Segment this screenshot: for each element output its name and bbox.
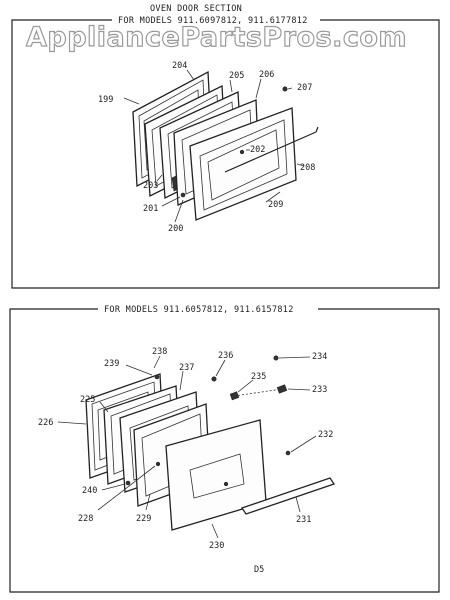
fastener-230 — [223, 481, 229, 487]
callout-203: 203 — [143, 181, 158, 191]
top-panel-frame — [11, 19, 440, 289]
section-title: OVEN DOOR SECTION — [150, 4, 242, 14]
callout-206: 206 — [259, 70, 274, 80]
callout-233: 233 — [312, 385, 327, 395]
callout-230: 230 — [209, 541, 224, 551]
bottom-leader-lines — [57, 355, 317, 539]
handle-bar-231 — [240, 477, 336, 515]
clip-240 — [125, 480, 131, 486]
top-models-text: FOR MODELS 911.6097812, 911.6177812 — [118, 16, 308, 26]
callout-231: 231 — [296, 515, 311, 525]
callout-237: 237 — [179, 363, 194, 373]
callout-238: 238 — [152, 347, 167, 357]
callout-204: 204 — [172, 61, 187, 71]
screw-201 — [180, 192, 186, 198]
callout-200: 200 — [168, 224, 183, 234]
callout-209: 209 — [268, 200, 283, 210]
callout-208: 208 — [300, 163, 315, 173]
callout-235: 235 — [251, 372, 266, 382]
top-door-exploded-view — [132, 70, 319, 221]
screw-239 — [154, 374, 160, 380]
callout-236: 236 — [218, 351, 233, 361]
watermark-logo: AppliancePartsPros.com — [26, 22, 407, 53]
callout-205: 205 — [229, 71, 244, 81]
handle-bar-208 — [224, 126, 319, 173]
screw-232 — [285, 450, 291, 456]
callout-240: 240 — [82, 486, 97, 496]
page-code: D5 — [254, 565, 264, 575]
callout-234: 234 — [312, 352, 327, 362]
bottom-door-exploded-view — [85, 355, 336, 531]
callout-239: 239 — [104, 359, 119, 369]
callout-229: 229 — [136, 514, 151, 524]
screw-236 — [211, 376, 217, 382]
callout-199: 199 — [98, 95, 113, 105]
callout-225: 225 — [80, 395, 95, 405]
callout-228: 228 — [78, 514, 93, 524]
callout-232: 232 — [318, 430, 333, 440]
callout-201: 201 — [143, 204, 158, 214]
callout-207: 207 — [297, 83, 312, 93]
top-leader-lines — [123, 69, 305, 223]
fastener-202 — [239, 149, 245, 155]
screw-207 — [282, 86, 288, 92]
bottom-models-text: FOR MODELS 911.6057812, 911.6157812 — [104, 305, 294, 315]
screw-234 — [273, 355, 279, 361]
clip-228 — [155, 461, 161, 467]
callout-202: 202 — [250, 145, 265, 155]
bottom-panel-frame — [9, 308, 440, 593]
callout-226: 226 — [38, 418, 53, 428]
